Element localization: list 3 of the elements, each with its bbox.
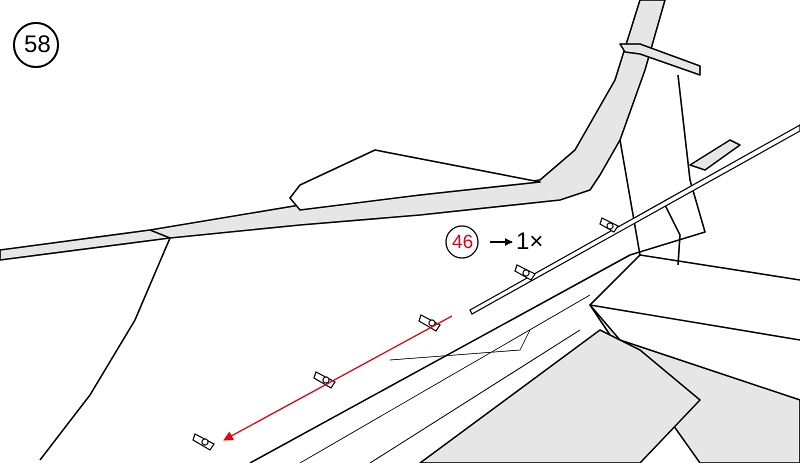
- quantity-label: 1×: [516, 230, 544, 254]
- step-number: 58: [24, 33, 51, 57]
- callout-number: 46: [452, 233, 474, 252]
